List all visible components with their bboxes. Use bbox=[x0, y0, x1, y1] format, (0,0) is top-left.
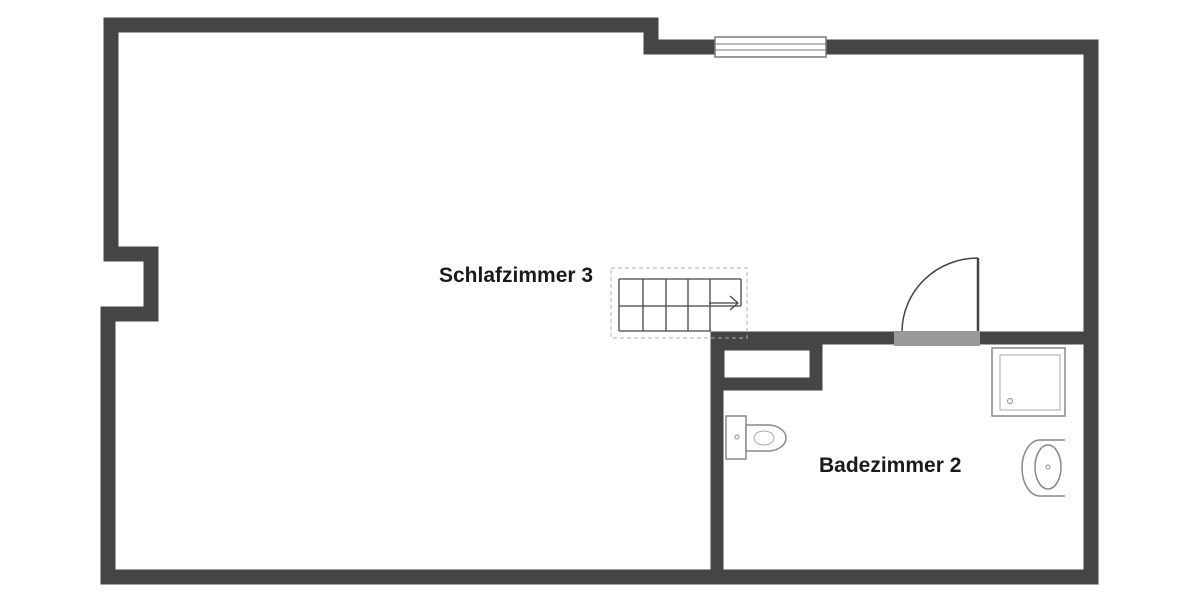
washbasin-drain bbox=[1045, 464, 1051, 470]
stairs-arrow-icon bbox=[729, 295, 739, 311]
door-threshold bbox=[894, 331, 980, 346]
toilet bbox=[725, 415, 787, 460]
toilet-seat bbox=[753, 430, 775, 446]
bath-wall-niche bbox=[711, 337, 823, 391]
shower bbox=[991, 347, 1066, 417]
washbasin bbox=[1021, 439, 1065, 497]
toilet-flush bbox=[734, 434, 740, 440]
stairs bbox=[610, 267, 748, 339]
shower-inner bbox=[999, 354, 1061, 411]
room-label-schlafzimmer-3: Schlafzimmer 3 bbox=[439, 264, 593, 287]
window bbox=[714, 36, 827, 58]
door-swing bbox=[901, 257, 980, 332]
toilet-tank bbox=[725, 415, 747, 460]
exterior-walls bbox=[100, 17, 1099, 585]
exterior-wall bbox=[100, 17, 1099, 585]
washbasin-bowl bbox=[1034, 444, 1062, 490]
shower-drain bbox=[1007, 398, 1013, 404]
room-label-badezimmer-2: Badezimmer 2 bbox=[819, 454, 961, 477]
stairs-outline-dashed bbox=[610, 267, 748, 339]
door-arc bbox=[901, 257, 979, 332]
window-frame bbox=[714, 36, 827, 58]
